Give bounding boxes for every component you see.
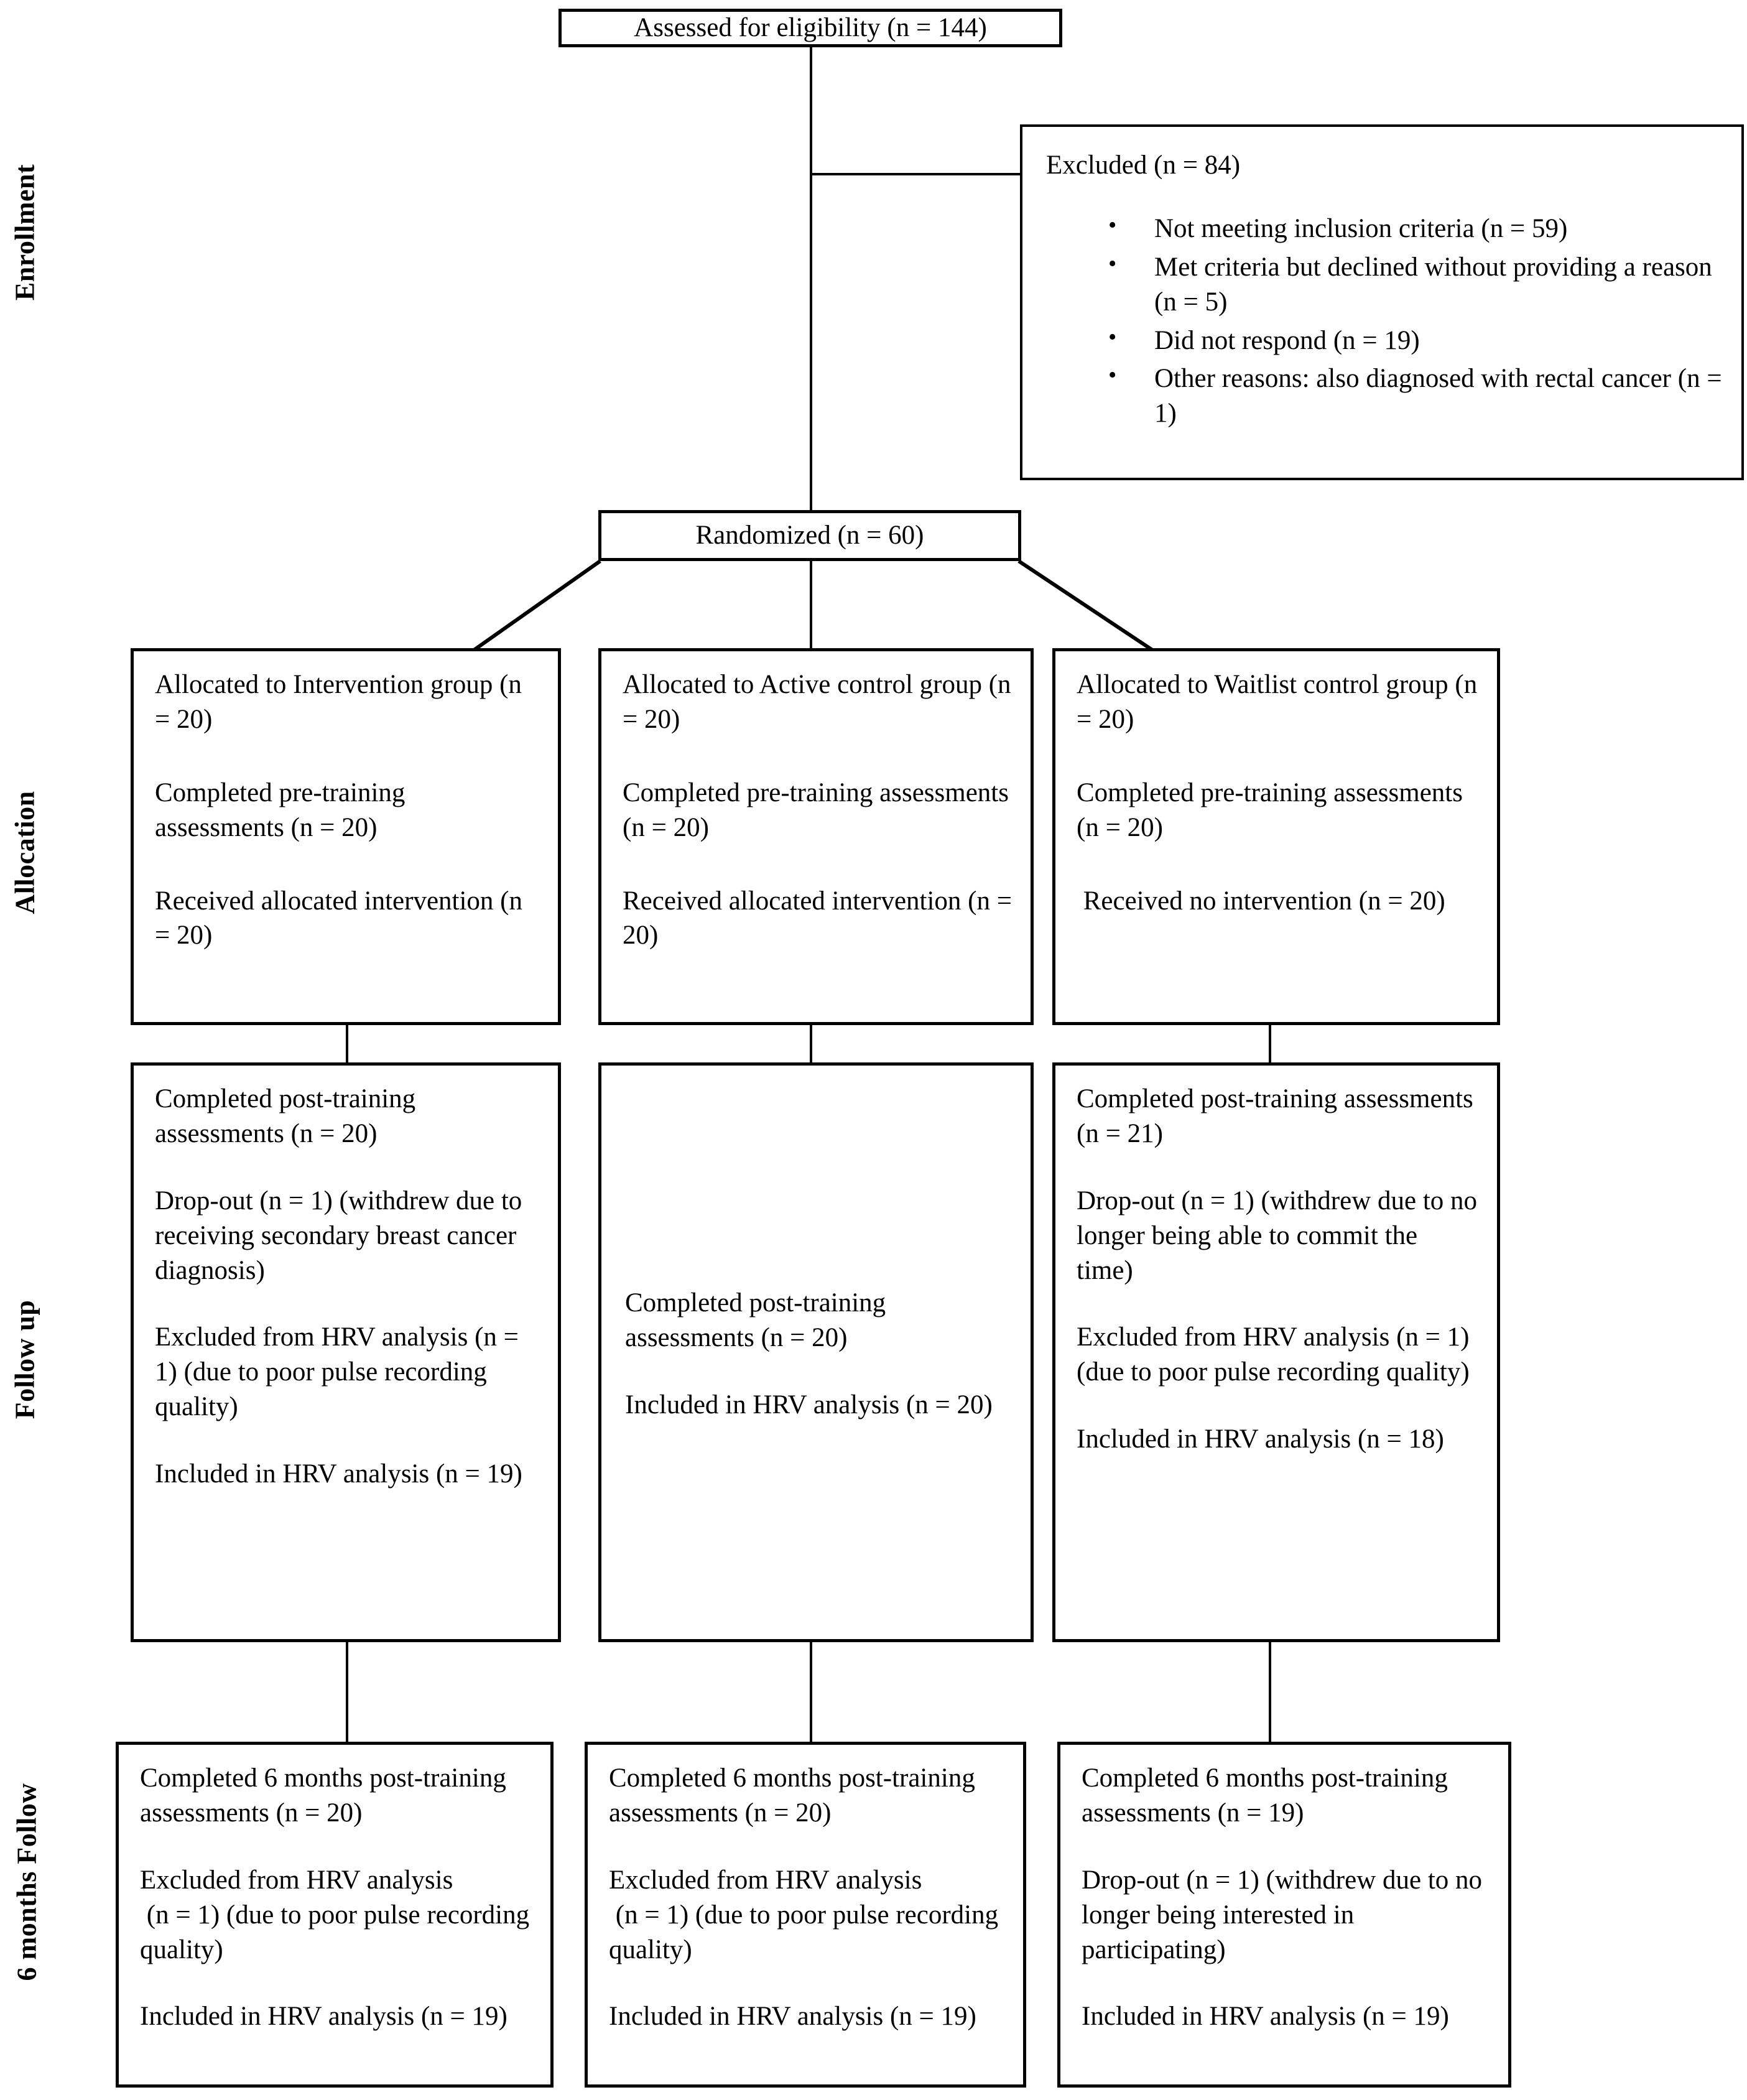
stage-label-six-months-follow: 6 months Follow: [11, 1783, 42, 1981]
box-sixmonths-intervention: Completed 6 months post-training assessm…: [116, 1742, 554, 2088]
connector-alloc-to-followup-left: [346, 1025, 348, 1062]
followup-waitlist-line-4: Included in HRV analysis (n = 18): [1077, 1424, 1444, 1454]
box-sixmonths-active-control: Completed 6 months post-training assessm…: [585, 1742, 1026, 2088]
stage-label-allocation: Allocation: [9, 791, 40, 914]
connector-alloc-to-followup-right: [1269, 1025, 1271, 1062]
sixmonths-waitlist-line-1: Completed 6 months post-training assessm…: [1082, 1763, 1455, 1828]
box-followup-waitlist-control: Completed post-training assessments (n =…: [1052, 1062, 1500, 1642]
box-allocation-waitlist-control: Allocated to Waitlist control group (n =…: [1052, 648, 1500, 1025]
followup-waitlist-line-2: Drop-out (n = 1) (withdrew due to no lon…: [1077, 1186, 1484, 1285]
sixmonths-active-control-line-3: Included in HRV analysis (n = 19): [609, 2002, 976, 2032]
followup-waitlist-line-1: Completed post-training assessments (n =…: [1077, 1084, 1480, 1148]
sixmonths-active-control-line-2: Excluded from HRV analysis (n = 1) (due …: [609, 1865, 999, 1964]
box-followup-active-control: Completed post-training assessments (n =…: [598, 1062, 1034, 1642]
connector-to-excluded: [810, 173, 1040, 175]
list-item: Met criteria but declined without provid…: [1108, 249, 1724, 320]
followup-intervention-line-4: Included in HRV analysis (n = 19): [155, 1459, 522, 1489]
allocation-intervention-line-3: Received allocated intervention (n = 20): [155, 886, 529, 950]
box-allocation-active-control: Allocated to Active control group (n = 2…: [598, 648, 1034, 1025]
followup-waitlist-line-3: Excluded from HRV analysis (n = 1) (due …: [1077, 1322, 1476, 1387]
box-excluded: Excluded (n = 84) Not meeting inclusion …: [1020, 124, 1744, 480]
connector-alloc-to-followup-mid: [810, 1025, 812, 1062]
followup-intervention-line-2: Drop-out (n = 1) (withdrew due to receiv…: [155, 1186, 529, 1285]
sixmonths-active-control-line-1: Completed 6 months post-training assessm…: [609, 1763, 982, 1828]
followup-active-control-line-2: Included in HRV analysis (n = 20): [625, 1390, 993, 1419]
sixmonths-waitlist-line-2: Drop-out (n = 1) (withdrew due to no lon…: [1082, 1865, 1489, 1964]
connector-followup-to-sixmonths-left: [346, 1642, 348, 1742]
allocation-waitlist-line-2: Completed pre-training assessments (n = …: [1077, 778, 1470, 842]
list-item: Did not respond (n = 19): [1108, 322, 1724, 358]
allocation-waitlist-line-1: Allocated to Waitlist control group (n =…: [1077, 670, 1484, 734]
connector-assessed-to-randomized: [810, 45, 812, 524]
list-item: Other reasons: also diagnosed with recta…: [1108, 360, 1724, 431]
allocation-active-control-line-3: Received allocated intervention (n = 20): [623, 886, 1019, 950]
box-sixmonths-waitlist-control: Completed 6 months post-training assessm…: [1057, 1742, 1511, 2088]
stage-label-follow-up: Follow up: [9, 1299, 40, 1419]
sixmonths-waitlist-line-3: Included in HRV analysis (n = 19): [1082, 2002, 1449, 2032]
followup-intervention-line-1: Completed post-training assessments (n =…: [155, 1084, 422, 1148]
sixmonths-intervention-line-3: Included in HRV analysis (n = 19): [140, 2002, 507, 2032]
allocation-intervention-line-2: Completed pre-training assessments (n = …: [155, 778, 412, 842]
box-randomized: Randomized (n = 60): [598, 510, 1021, 561]
allocation-active-control-line-2: Completed pre-training assessments (n = …: [623, 778, 1016, 842]
box-allocation-intervention: Allocated to Intervention group (n = 20)…: [131, 648, 561, 1025]
allocation-intervention-line-1: Allocated to Intervention group (n = 20): [155, 670, 529, 734]
list-item: Not meeting inclusion criteria (n = 59): [1108, 210, 1724, 246]
box-followup-intervention: Completed post-training assessments (n =…: [131, 1062, 561, 1642]
sixmonths-intervention-line-1: Completed 6 months post-training assessm…: [140, 1763, 513, 1828]
allocation-active-control-line-1: Allocated to Active control group (n = 2…: [623, 670, 1018, 734]
box-assessed-for-eligibility: Assessed for eligibility (n = 144): [558, 9, 1062, 47]
sixmonths-intervention-line-2: Excluded from HRV analysis (n = 1) (due …: [140, 1865, 530, 1964]
connector-followup-to-sixmonths-right: [1269, 1642, 1271, 1742]
stage-label-enrollment: Enrollment: [9, 164, 40, 301]
followup-active-control-line-1: Completed post-training assessments (n =…: [625, 1288, 892, 1353]
excluded-title: Excluded (n = 84): [1046, 151, 1241, 180]
excluded-reason-list: Not meeting inclusion criteria (n = 59) …: [1046, 210, 1724, 431]
connector-randomized-to-active-control: [810, 561, 812, 648]
randomized-text: Randomized (n = 60): [695, 521, 924, 551]
allocation-waitlist-line-3: Received no intervention (n = 20): [1077, 886, 1445, 916]
assessed-text: Assessed for eligibility (n = 144): [634, 13, 987, 43]
connector-followup-to-sixmonths-mid: [810, 1642, 812, 1742]
followup-intervention-line-3: Excluded from HRV analysis (n = 1) (due …: [155, 1322, 526, 1422]
